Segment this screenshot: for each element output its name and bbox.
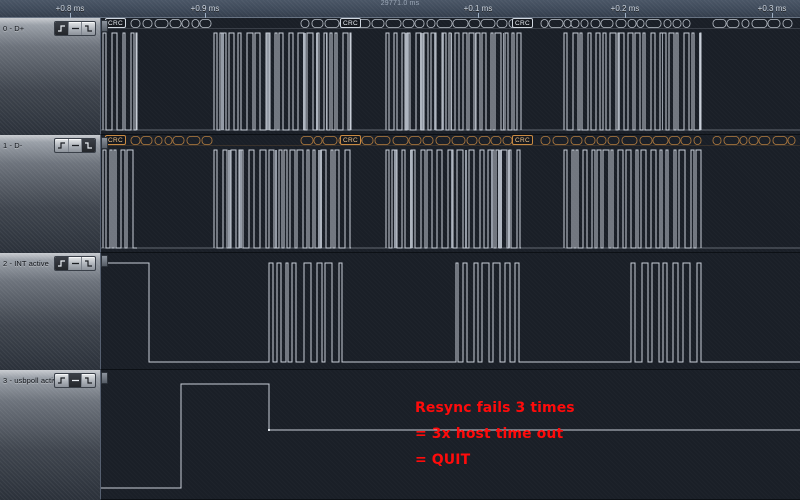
trigger-rising-edge-icon[interactable]: [55, 257, 69, 270]
trigger-mode-button-1[interactable]: [54, 138, 96, 153]
track-scroll-nub-3[interactable]: [101, 372, 108, 384]
ruler-tick-mark-3: [625, 13, 626, 18]
trigger-rising-edge-icon[interactable]: [55, 374, 69, 387]
ruler-tick-mark-1: [205, 13, 206, 18]
waveform-pane-0[interactable]: CRC CRC CRC: [100, 18, 800, 135]
label-pane-texture: [0, 135, 100, 253]
ruler-tick-label-3: +0.2 ms: [610, 4, 640, 13]
ruler-tick-mark-0: [70, 13, 71, 18]
label-pane-texture: [0, 253, 100, 370]
channel-name-1: 1 - D-: [3, 140, 23, 150]
track-1: 1 - D- CRC CRC CRC: [0, 135, 800, 254]
channel-header-1: 1 - D-: [0, 135, 100, 155]
track-scroll-nub-1[interactable]: [101, 137, 108, 149]
ruler-baseline: [0, 17, 800, 18]
crc-marker: CRC: [105, 135, 126, 145]
channel-header-2: 2 - INT active: [0, 253, 100, 273]
label-pane-texture: [0, 18, 100, 135]
ruler-tick-mark-4: [772, 13, 773, 18]
crc-marker: CRC: [340, 18, 361, 28]
track-3: 3 - usbpoll active: [0, 370, 800, 500]
track-2: 2 - INT active: [0, 253, 800, 371]
crc-marker: CRC: [340, 135, 361, 145]
crc-marker: CRC: [105, 18, 126, 28]
trigger-rising-edge-icon[interactable]: [55, 22, 69, 35]
crc-marker: CRC: [512, 135, 533, 145]
protocol-decode-strip-0: [101, 18, 800, 29]
channel-label-pane-0[interactable]: 0 - D+: [0, 18, 100, 136]
trigger-rising-edge-icon[interactable]: [55, 139, 69, 152]
ruler-tick-label-1: +0.9 ms: [190, 4, 220, 13]
channel-header-3: 3 - usbpoll active: [0, 370, 100, 390]
trigger-falling-edge-icon[interactable]: [82, 22, 95, 35]
channel-label-pane-2[interactable]: 2 - INT active: [0, 253, 100, 371]
trigger-level-icon[interactable]: [69, 139, 83, 152]
trigger-level-icon[interactable]: [69, 257, 83, 270]
waveform-pane-2[interactable]: [100, 253, 800, 370]
track-scroll-nub-2[interactable]: [101, 255, 108, 267]
channel-label-pane-3[interactable]: 3 - usbpoll active: [0, 370, 100, 500]
trigger-mode-button-0[interactable]: [54, 21, 96, 36]
trigger-falling-edge-icon[interactable]: [82, 374, 95, 387]
annotation-line-2: = 3x host time out: [415, 426, 564, 442]
center-timestamp: 29771.0 ms: [380, 0, 420, 7]
track-0: 0 - D+ CRC CRC CRC: [0, 18, 800, 136]
trigger-falling-edge-icon[interactable]: [82, 139, 95, 152]
annotation-line-1: Resync fails 3 times: [415, 400, 575, 416]
channel-label-pane-1[interactable]: 1 - D-: [0, 135, 100, 254]
track-scroll-nub-0[interactable]: [101, 20, 108, 32]
channel-name-2: 2 - INT active: [3, 258, 49, 268]
trigger-mode-button-2[interactable]: [54, 256, 96, 271]
trigger-level-icon[interactable]: [69, 22, 83, 35]
waveform-pane-1[interactable]: CRC CRC CRC: [100, 135, 800, 253]
ruler-tick-label-4: +0.3 ms: [757, 4, 787, 13]
channel-header-0: 0 - D+: [0, 18, 100, 38]
trigger-mode-button-3[interactable]: [54, 373, 96, 388]
protocol-decode-strip-1: [101, 135, 800, 146]
ruler-tick-label-0: +0.8 ms: [55, 4, 85, 13]
crc-marker: CRC: [512, 18, 533, 28]
ruler-tick-mark-2: [478, 13, 479, 18]
annotation-line-3: = QUIT: [415, 452, 471, 468]
trigger-level-icon[interactable]: [68, 374, 83, 387]
time-ruler[interactable]: 29771.0 ms +0.8 ms +0.9 ms +0.1 ms +0.2 ms +…: [0, 0, 800, 19]
channel-name-0: 0 - D+: [3, 23, 25, 33]
trigger-falling-edge-icon[interactable]: [82, 257, 95, 270]
label-pane-texture: [0, 370, 100, 500]
ruler-tick-label-2: +0.1 ms: [463, 4, 493, 13]
channel-name-3: 3 - usbpoll active: [3, 375, 62, 385]
annotation-note: Resync fails 3 times = 3x host time out …: [415, 395, 575, 473]
